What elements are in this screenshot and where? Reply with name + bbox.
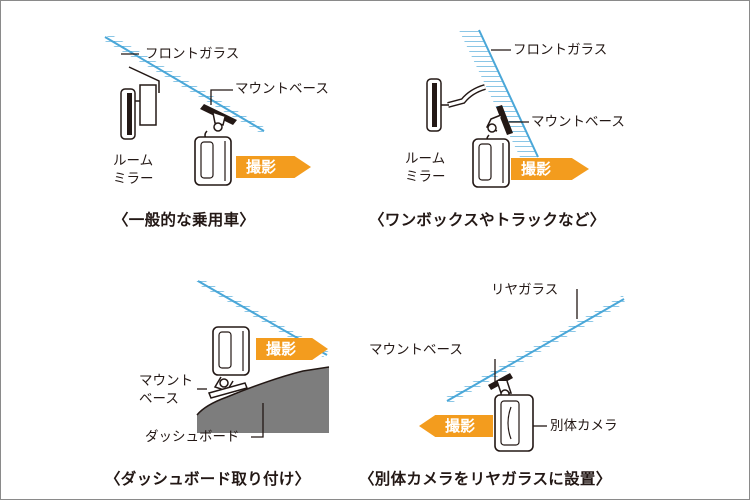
label-mount-base-1: マウントベース <box>235 81 329 97</box>
dashcam-2 <box>472 134 510 188</box>
caption-panel-3: 〈ダッシュボード取り付け〉 <box>105 470 311 488</box>
shoot-arrow-3: 撮影 <box>256 338 328 360</box>
mount-base-4 <box>488 373 513 399</box>
label-mirror-2-line1: ルーム <box>405 151 446 167</box>
label-separate-camera: 別体カメラ <box>550 418 618 434</box>
label-mount-base-4: マウントベース <box>369 342 463 358</box>
label-mirror-2-line2: ミラー <box>405 169 446 185</box>
shoot-arrow-4: 撮影 <box>419 415 493 437</box>
panel-4-drawing <box>446 289 625 452</box>
separate-camera <box>494 394 534 452</box>
mount-base-1 <box>200 104 237 132</box>
dashcam-1 <box>194 130 232 186</box>
room-mirror-2 <box>426 78 486 132</box>
label-dashboard: ダッシュボード <box>145 429 240 445</box>
label-front-glass-2: フロントガラス <box>513 42 608 58</box>
label-rear-glass: リヤガラス <box>491 282 559 298</box>
label-front-glass-1: フロントガラス <box>145 46 240 62</box>
label-mirror-1-line1: ルーム <box>113 153 154 169</box>
mount-base-2 <box>485 105 513 135</box>
label-mirror-1-line2: ミラー <box>113 171 154 187</box>
panel-2-drawing <box>426 29 539 188</box>
panel-1-drawing <box>104 33 265 186</box>
shoot-arrow-2: 撮影 <box>511 158 589 180</box>
dashcam-3 <box>212 326 250 376</box>
label-mount-base-2: マウントベース <box>531 114 625 130</box>
room-mirror-1 <box>120 66 160 140</box>
label-mount-3-line2: ベース <box>139 391 179 407</box>
windshield-glass-2 <box>459 30 538 157</box>
shoot-arrow-1: 撮影 <box>236 156 311 178</box>
label-mount-3-line1: マウント <box>139 373 193 389</box>
mount-base-3 <box>207 376 249 399</box>
dashboard-shape <box>197 367 329 433</box>
caption-panel-1: 〈一般的な乗用車〉 <box>113 211 256 229</box>
caption-panel-2: 〈ワンボックスやトラックなど〉 <box>369 211 606 229</box>
panel-3-drawing <box>196 277 330 438</box>
caption-panel-4: 〈別体カメラをリヤガラスに設置〉 <box>359 470 612 488</box>
